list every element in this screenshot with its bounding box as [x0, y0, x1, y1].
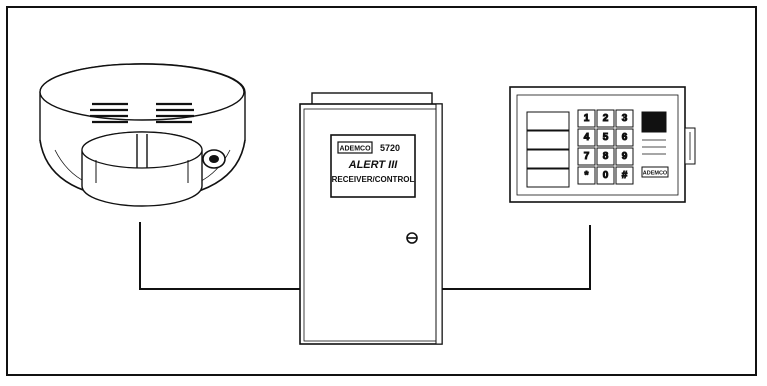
keypad-key: [615, 147, 634, 166]
panel-model: 5720: [380, 143, 400, 153]
keypad-key: [615, 128, 634, 147]
keypad-key-label: 7: [584, 151, 590, 162]
panel-lock-icon: [406, 232, 418, 244]
keypad-key-label: 4: [584, 132, 590, 143]
detector-indicator-icon: [202, 149, 226, 169]
keypad-key: [577, 109, 596, 128]
keypad-key-grid: 1 2 3 4 5 6 7 8 9 * 0 #: [577, 109, 634, 185]
keypad-lcd: [641, 111, 667, 133]
keypad-brand: ADEMCO: [643, 171, 668, 177]
panel-subtitle: RECEIVER/CONTROL: [332, 175, 415, 184]
keypad-brand-plate: ADEMCO: [641, 166, 669, 178]
keypad-key: [615, 166, 634, 185]
keypad-key-label: 5: [603, 132, 609, 143]
keypad-key: [577, 147, 596, 166]
control-panel-icon: ADEMCO 5720 ALERT III RECEIVER/CONTROL: [299, 92, 443, 345]
keypad-key: [577, 166, 596, 185]
keypad-key: [596, 147, 615, 166]
keypad-function-keys: [526, 111, 570, 188]
keypad-key-label: 6: [622, 132, 628, 143]
smoke-detector-icon: [39, 63, 246, 207]
keypad-key-label: 8: [603, 151, 609, 162]
keypad-key-label: #: [622, 170, 628, 181]
keypad-key: [596, 128, 615, 147]
keypad-key: [596, 109, 615, 128]
wiring: [139, 222, 591, 290]
keypad-key: [596, 166, 615, 185]
keypad-key-label: 3: [622, 113, 628, 124]
keypad-key: [577, 128, 596, 147]
keypad-icon: ADEMCO 1 2 3 4 5 6 7 8 9 * 0 #: [509, 86, 696, 203]
panel-name: ALERT III: [348, 159, 399, 171]
detector-vents: [90, 102, 194, 124]
diagram-frame: [6, 6, 757, 376]
keypad-key-label: 2: [603, 113, 609, 124]
keypad-key-label: *: [585, 170, 589, 181]
keypad-key-label: 9: [622, 151, 628, 162]
panel-brand: ADEMCO: [339, 146, 371, 153]
keypad-key: [615, 109, 634, 128]
keypad-key-label: 0: [603, 170, 609, 181]
keypad-side-labels: [642, 139, 666, 155]
keypad-key-label: 1: [584, 113, 590, 124]
panel-label-plate: ADEMCO 5720 ALERT III RECEIVER/CONTROL: [332, 141, 415, 184]
detector-wire: [139, 222, 300, 290]
keypad-wire: [442, 225, 591, 290]
